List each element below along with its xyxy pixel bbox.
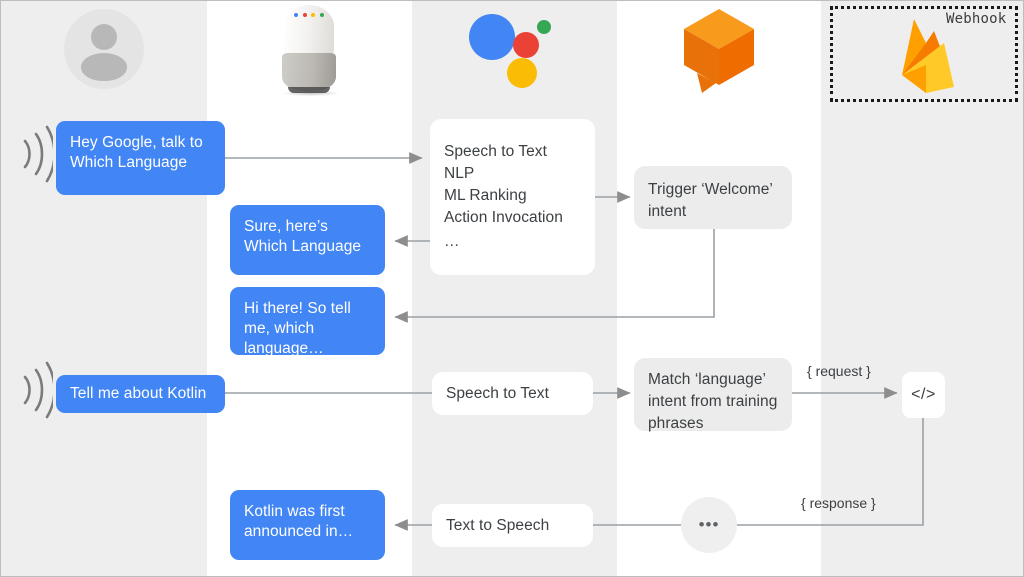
google-home-led-dots bbox=[294, 12, 324, 17]
bubble-sure-heres[interactable]: Sure, here’s Which Language bbox=[230, 205, 385, 275]
google-home-icon bbox=[276, 3, 342, 96]
google-assistant-icon bbox=[469, 8, 555, 88]
card-line-nlp: NLP bbox=[444, 165, 475, 182]
sound-wave-glyph bbox=[23, 125, 56, 183]
card-assistant-pipeline[interactable]: Speech to Text NLP ML Ranking Action Inv… bbox=[430, 119, 595, 275]
assistant-yellow-dot bbox=[507, 58, 537, 88]
google-home-base bbox=[282, 53, 336, 91]
lane-user bbox=[1, 1, 207, 576]
user-avatar-icon bbox=[64, 9, 144, 89]
sound-wave-icon-bottom bbox=[11, 359, 56, 426]
bubble-hi-there[interactable]: Hi there! So tell me, which language… bbox=[230, 287, 385, 357]
card-text-to-speech[interactable]: Text to Speech bbox=[432, 504, 593, 547]
card-line-speech-to-text: Speech to Text bbox=[444, 143, 547, 160]
bubble-kotlin-answer[interactable]: Kotlin was first announced in… bbox=[230, 490, 385, 560]
assistant-blue-dot bbox=[469, 14, 515, 60]
sound-wave-icon-top bbox=[11, 123, 56, 190]
avatar-body-shape bbox=[81, 53, 127, 81]
card-line-ml-ranking: ML Ranking bbox=[444, 187, 527, 204]
google-home-shadow bbox=[282, 91, 340, 96]
card-trigger-welcome[interactable]: Trigger ‘Welcome’ intent bbox=[634, 166, 792, 229]
google-home-top bbox=[284, 5, 334, 57]
sound-wave-glyph bbox=[23, 361, 56, 419]
card-line-ellipsis: … bbox=[444, 233, 460, 250]
assistant-green-dot bbox=[537, 20, 551, 34]
assistant-red-dot bbox=[513, 32, 539, 58]
bubble-tell-kotlin[interactable]: Tell me about Kotlin bbox=[56, 375, 225, 413]
processing-dots-node[interactable]: ••• bbox=[681, 497, 737, 553]
card-line-action-invocation: Action Invocation bbox=[444, 209, 563, 226]
webhook-label: Webhook bbox=[946, 11, 1007, 27]
firebase-flame-glyph bbox=[902, 19, 954, 93]
dialogflow-cube-glyph bbox=[684, 9, 754, 93]
firebase-icon bbox=[892, 13, 964, 100]
card-speech-to-text[interactable]: Speech to Text bbox=[432, 372, 593, 415]
webhook-code-box[interactable]: </> bbox=[902, 372, 945, 418]
dialogflow-icon bbox=[682, 7, 756, 98]
google-home-foot bbox=[288, 87, 330, 93]
edge-label-response: { response } bbox=[801, 495, 876, 511]
bubble-hey-google[interactable]: Hey Google, talk to Which Language bbox=[56, 121, 225, 195]
avatar-head-shape bbox=[91, 24, 117, 50]
edge-label-request: { request } bbox=[807, 363, 871, 379]
webhook-group-boundary bbox=[830, 6, 1018, 102]
card-match-intent[interactable]: Match ‘language’ intent from training ph… bbox=[634, 358, 792, 432]
